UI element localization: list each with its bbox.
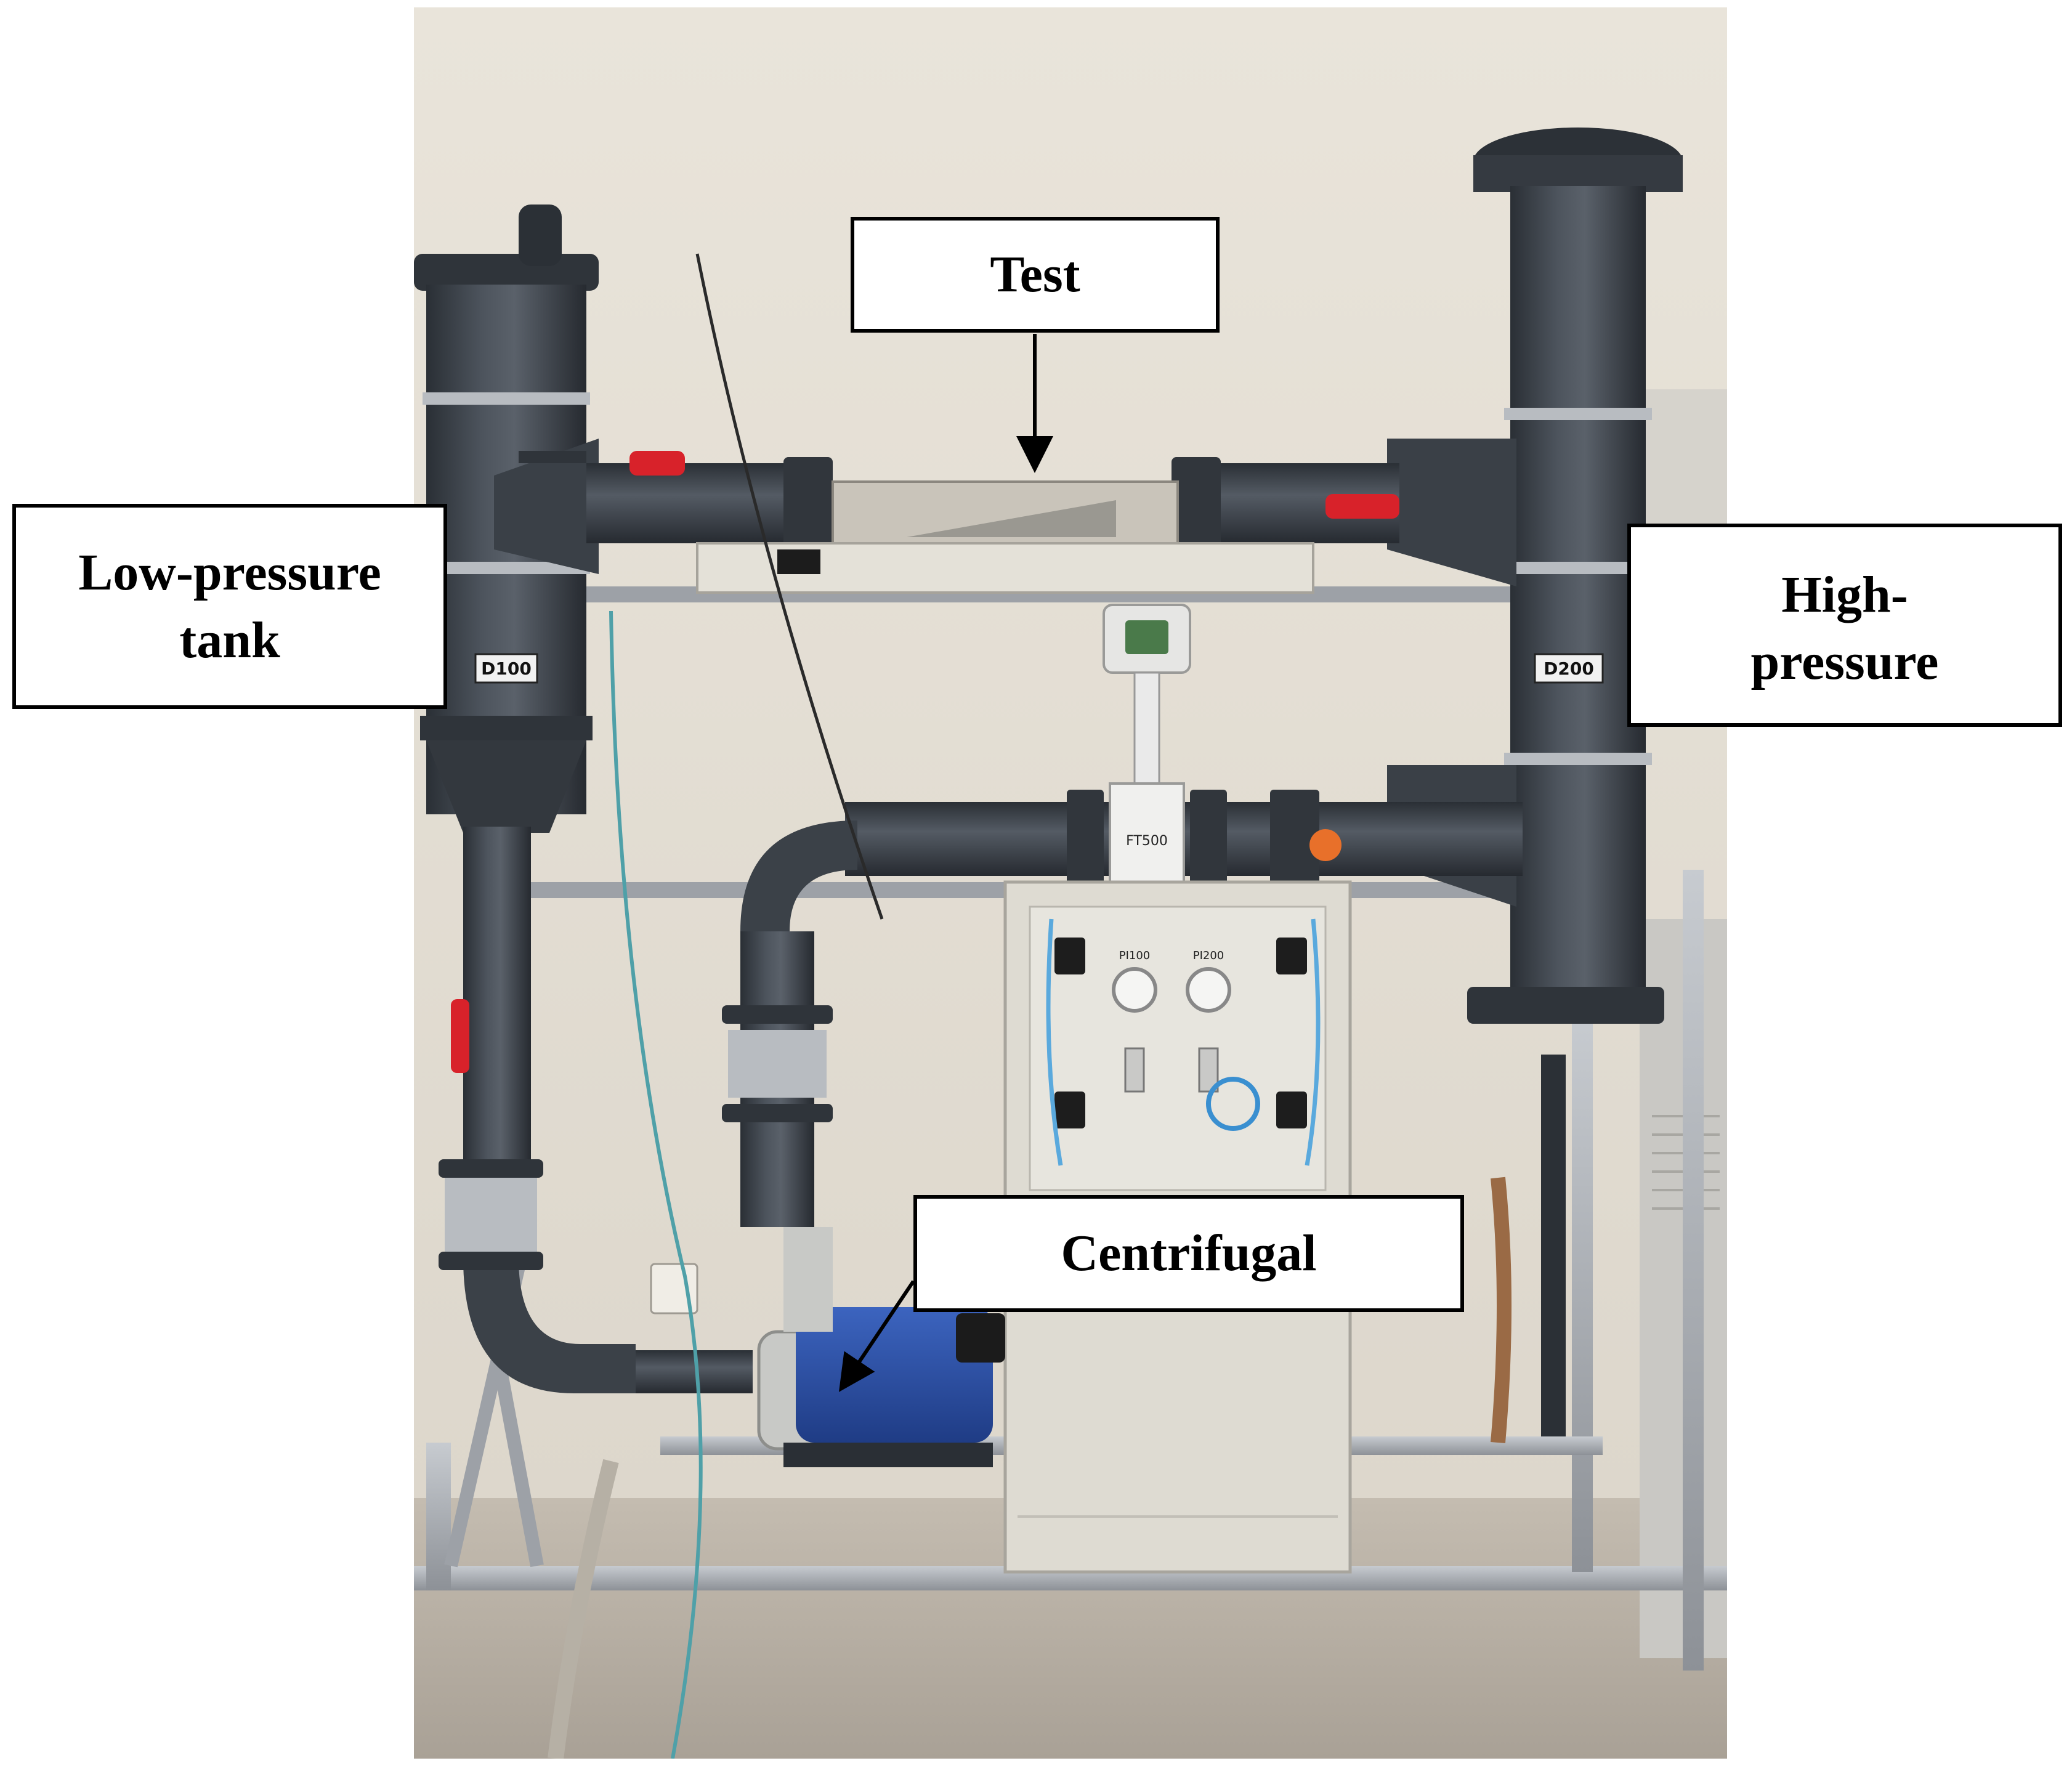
- label-high-line2: pressure: [1750, 633, 1939, 691]
- flow-meter-ft500-text: FT500: [1126, 833, 1168, 849]
- centrifugal-pump: [439, 1159, 1005, 1467]
- label-test-text: Test: [990, 246, 1080, 304]
- label-centrifugal: Centrifugal: [913, 1195, 1464, 1312]
- test-section-line: [519, 451, 1399, 594]
- label-centrifugal-text: Centrifugal: [1061, 1225, 1317, 1282]
- label-high-line1: High-: [1781, 566, 1908, 623]
- gauge-pi100-text: PI100: [1119, 949, 1151, 962]
- high-pressure-tank: D200: [1387, 128, 1683, 1436]
- label-high-pressure: High- pressure: [1627, 524, 2062, 727]
- tank-d100-text: D100: [481, 658, 532, 679]
- arrow-centrifugal: [838, 1280, 915, 1392]
- hoses: [548, 253, 1512, 1759]
- red-valve-lower: [451, 999, 469, 1073]
- tank-d200-text: D200: [1544, 658, 1594, 679]
- label-test: Test: [851, 217, 1220, 333]
- flow-meter-line: FT500: [722, 604, 1523, 1227]
- label-low-line2: tank: [179, 611, 280, 669]
- gauge-pi200-text: PI200: [1193, 949, 1224, 962]
- label-low-pressure-tank: Low-pressure tank: [12, 504, 447, 709]
- label-low-line1: Low-pressure: [78, 544, 381, 602]
